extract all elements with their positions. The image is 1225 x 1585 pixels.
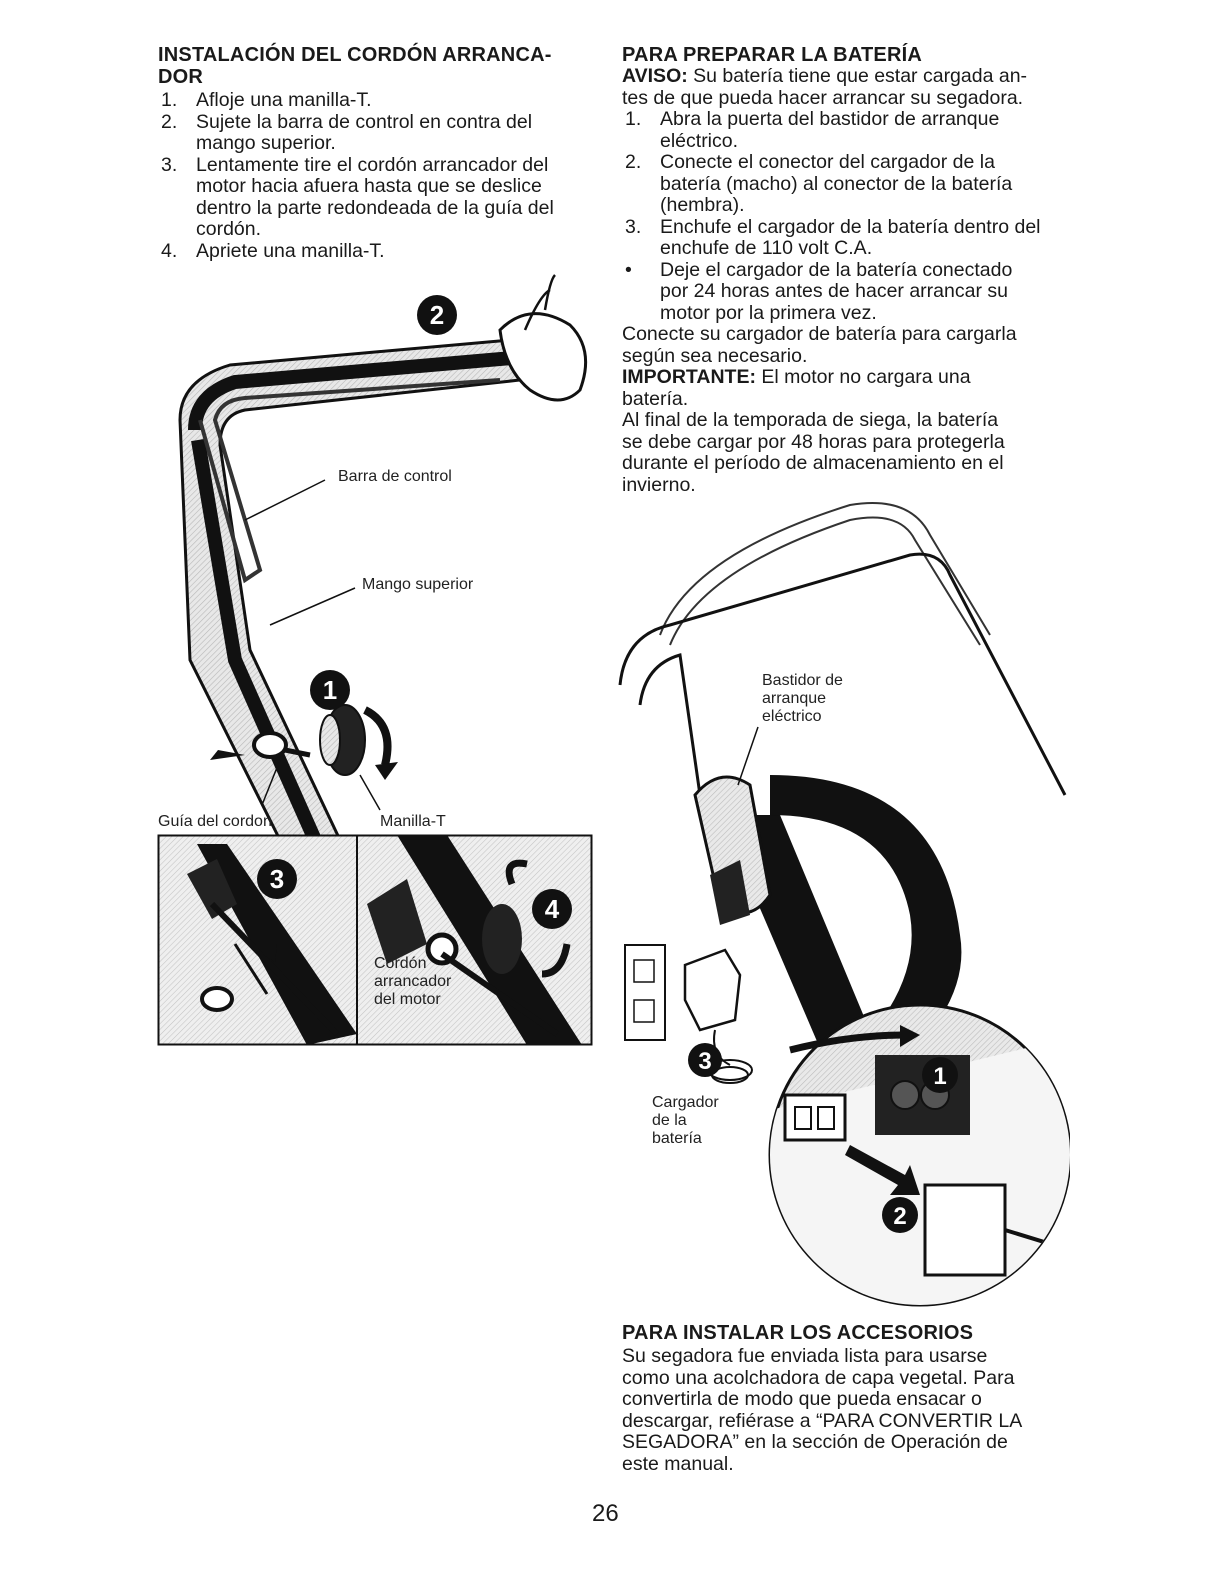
cord-step-1: 1.Afloje una manilla-T. — [161, 89, 372, 111]
callout-upper-handle: Mango superior — [362, 576, 474, 593]
svg-text:1: 1 — [323, 675, 337, 705]
control-bar-outline — [659, 502, 991, 636]
svg-text:2: 2 — [893, 1203, 906, 1230]
callout-rope-guide: Guía del cordon — [158, 813, 272, 830]
rope-guide-shape — [252, 731, 288, 759]
callout-t-knob: Manilla-T — [380, 813, 446, 830]
cord-step-4: 4.Apriete una manilla-T. — [161, 239, 385, 262]
handle-illustration: 2 1 — [178, 274, 588, 840]
cord-install-steps: 1.Afloje una manilla-T. 2.Sujete la barr… — [158, 89, 598, 262]
battery-charger — [683, 948, 753, 1084]
battery-season-text: Al final de la temporada de siega, la ba… — [622, 409, 1005, 496]
step-badge-2-left: 2 — [417, 295, 457, 335]
magnified-connector-view: 1 2 — [768, 1003, 1070, 1307]
inset-panels: 3 4 — [157, 834, 593, 1046]
left-section: INSTALACIÓN DEL CORDÓN ARRANCA- DOR 1.Af… — [158, 44, 598, 262]
cord-step-2: 2.Sujete la barra de control en contra d… — [161, 110, 533, 154]
handle-outline — [618, 552, 1067, 796]
cord-install-heading-line2: DOR — [158, 66, 204, 88]
battery-heading: PARA PREPARAR LA BATERÍA — [622, 44, 922, 66]
page-number: 26 — [592, 1500, 619, 1527]
battery-steps: 1.Abra la puerta del bastidor de arranqu… — [622, 108, 1072, 324]
callout-starter-rope: Cordón arrancador del motor — [374, 955, 452, 1008]
accessories-text: Su segadora fue enviada lista para usars… — [622, 1345, 1023, 1475]
battery-step-1: 1.Abra la puerta del bastidor de arranqu… — [625, 108, 1000, 152]
step-badge-3-right: 3 — [688, 1043, 722, 1077]
svg-text:2: 2 — [430, 300, 444, 330]
battery-illustration: 1 2 3 — [618, 502, 1070, 1307]
svg-text:3: 3 — [270, 864, 284, 894]
inset-panel-step-4: 4 — [367, 835, 582, 1045]
accessories-section: PARA INSTALAR LOS ACCESORIOS Su segadora… — [622, 1322, 1072, 1475]
accessories-heading: PARA INSTALAR LOS ACCESORIOS — [622, 1322, 974, 1344]
battery-notice: AVISO: Su batería tiene que estar cargad… — [622, 65, 1028, 109]
callout-battery-charger: Cargador de la batería — [652, 1094, 719, 1147]
battery-important: IMPORTANTE: El motor no cargara una bate… — [622, 366, 971, 410]
cord-install-heading-line1: INSTALACIÓN DEL CORDÓN ARRANCA- — [158, 44, 552, 66]
step-badge-1-left: 1 — [310, 670, 350, 710]
callout-electric-frame: Bastidor de arranque eléctrico — [762, 672, 843, 725]
wall-outlet — [624, 944, 666, 1041]
battery-step-3: 3.Enchufe el cargador de la batería dent… — [625, 215, 1041, 259]
hand-shape — [498, 312, 588, 402]
battery-connect-text: Conecte su cargador de batería para carg… — [622, 323, 1017, 367]
svg-text:4: 4 — [545, 894, 560, 924]
cord-install-heading: INSTALACIÓN DEL CORDÓN ARRANCA- DOR — [158, 44, 598, 88]
inset-panel-step-3: 3 — [187, 844, 357, 1045]
battery-step-2: 2.Conecte el conector del cargador de la… — [625, 151, 1013, 216]
callout-control-bar: Barra de control — [338, 468, 452, 485]
battery-section: PARA PREPARAR LA BATERÍA AVISO: Su bater… — [622, 44, 1072, 496]
battery-step-bullet: •Deje el cargador de la batería conectad… — [625, 258, 1013, 324]
svg-text:1: 1 — [933, 1063, 946, 1090]
svg-text:3: 3 — [698, 1048, 711, 1075]
cord-step-3: 3.Lentamente tire el cordón arrancador d… — [161, 153, 554, 240]
